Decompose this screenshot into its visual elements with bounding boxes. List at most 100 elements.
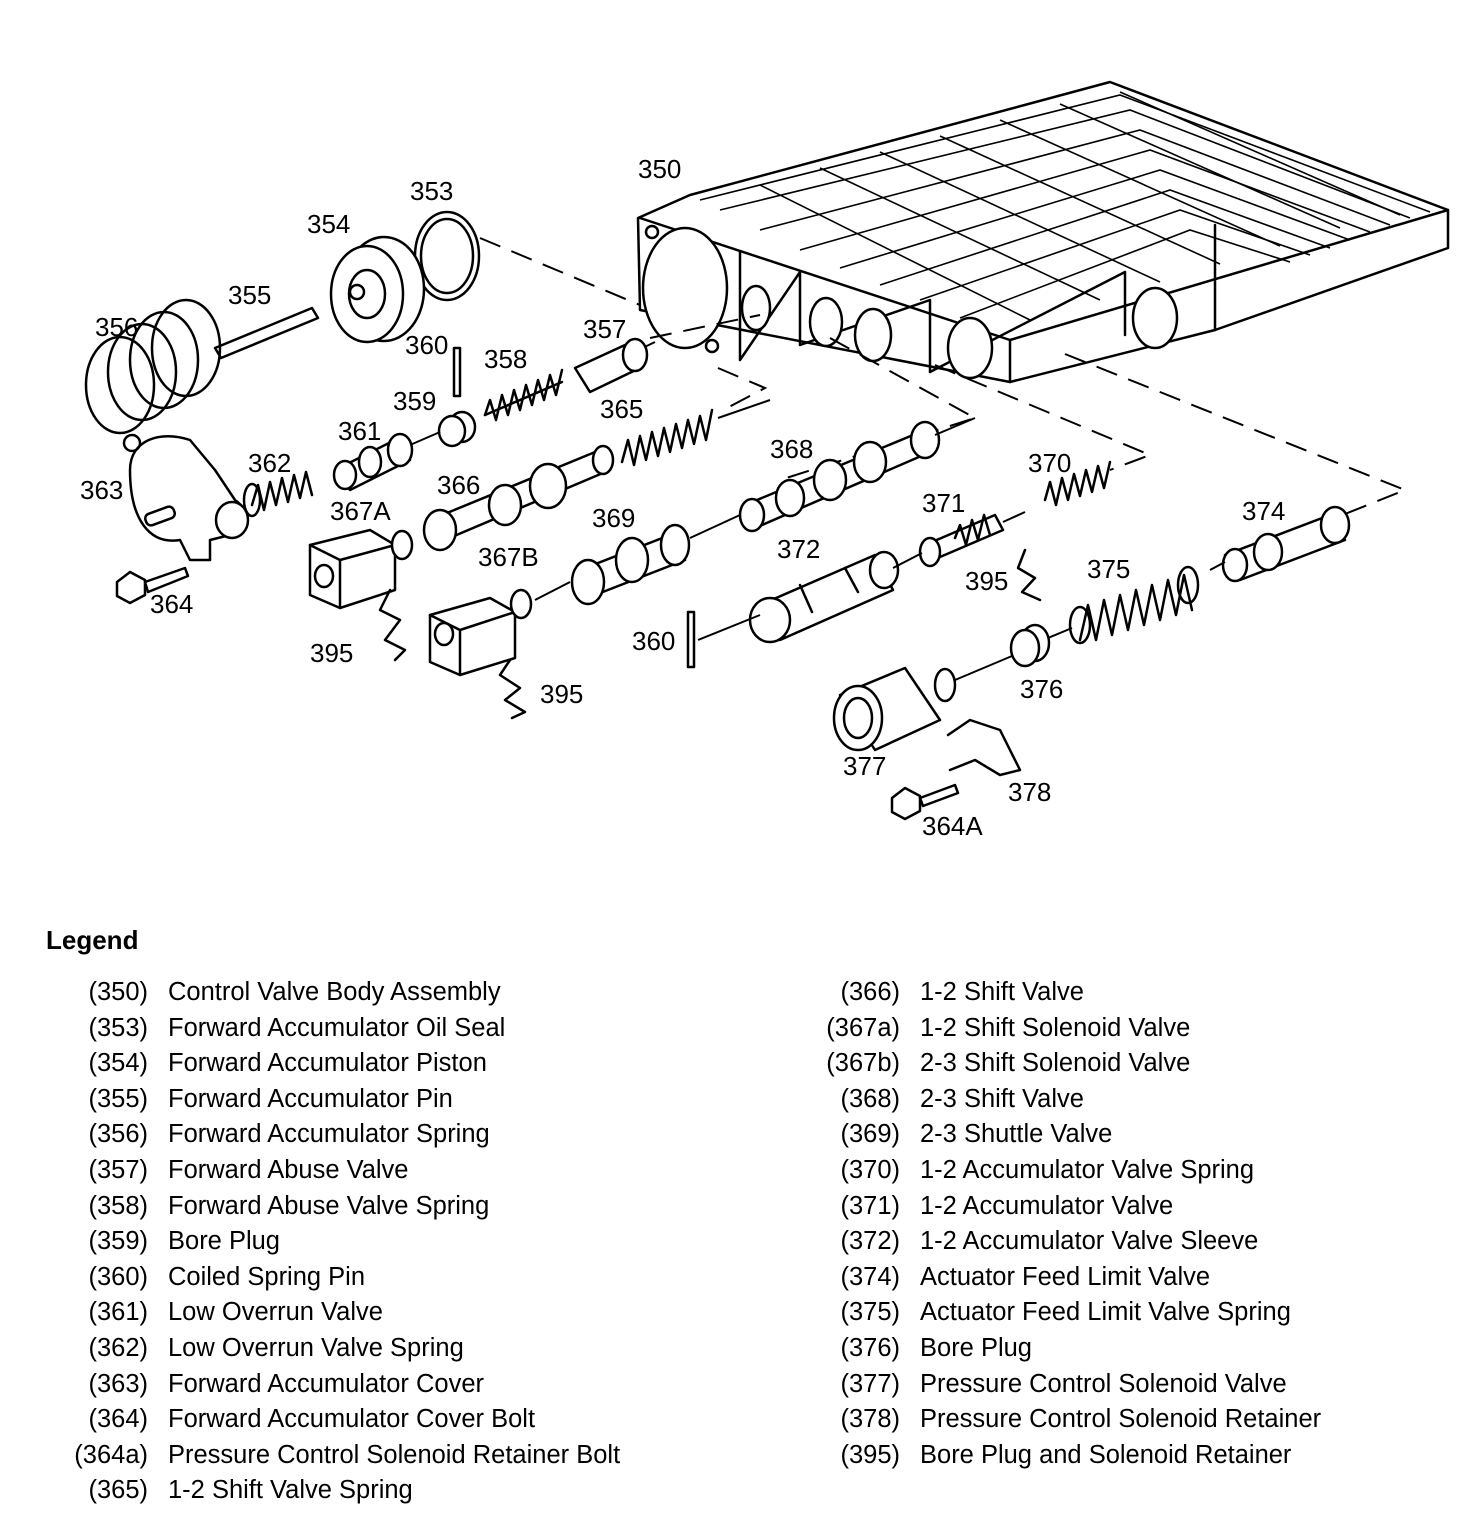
legend-row: (362)Low Overrun Valve Spring [60, 1331, 620, 1367]
legend-description: Forward Accumulator Oil Seal [168, 1013, 506, 1042]
legend-row: (371) 1-2 Accumulator Valve [812, 1189, 1321, 1225]
forward-accumulator-pin [213, 306, 320, 360]
callout-395-lower: 395 [540, 679, 583, 709]
legend-description: Bore Plug and Solenoid Retainer [920, 1440, 1292, 1469]
callout-377: 377 [843, 751, 886, 781]
legend-code: (354) [88, 1049, 148, 1078]
legend-left-column: (350)Control Valve Body Assembly(353)For… [60, 975, 620, 1509]
legend-row: (366) 1-2 Shift Valve [812, 975, 1321, 1011]
legend-description: Forward Abuse Valve Spring [168, 1191, 490, 1220]
shuttle-valve-2-3 [570, 514, 741, 606]
callout-364: 364 [150, 589, 193, 619]
legend-row: (359)Bore Plug [60, 1224, 620, 1260]
legend-description: Bore Plug [920, 1333, 1032, 1362]
legend-code: (359) [88, 1227, 148, 1256]
legend-code: (375) [840, 1298, 900, 1327]
callout-366: 366 [437, 470, 480, 500]
legend-row: (360)Coiled Spring Pin [60, 1260, 620, 1296]
legend-title: Legend [46, 925, 139, 955]
alignment-lines [479, 237, 1408, 521]
legend-description: Forward Accumulator Pin [168, 1084, 453, 1113]
callout-355: 355 [228, 280, 271, 310]
legend-code: (372) [840, 1227, 900, 1256]
callout-365: 365 [600, 394, 643, 424]
legend-row: (364a)Pressure Control Solenoid Retainer… [60, 1438, 620, 1474]
legend-code: (365) [88, 1476, 148, 1505]
legend-description: Forward Accumulator Piston [168, 1049, 487, 1078]
callout-395-right: 395 [965, 566, 1008, 596]
legend-description: 1-2 Shift Valve [920, 978, 1084, 1006]
callout-360-lower: 360 [632, 626, 675, 656]
legend-row: (377)Pressure Control Solenoid Valve [812, 1367, 1321, 1403]
legend-code: (367b) [826, 1049, 900, 1078]
legend-row: (365) 1-2 Shift Valve Spring [60, 1473, 620, 1509]
legend-row: (364)Forward Accumulator Cover Bolt [60, 1402, 620, 1438]
actuator-feed-limit-valve-spring [1068, 565, 1200, 645]
callout-378: 378 [1008, 777, 1051, 807]
callout-367A: 367A [330, 496, 391, 526]
legend-code: (360) [88, 1262, 148, 1291]
legend-description: 2-3 Shift Solenoid Valve [920, 1049, 1191, 1078]
legend-code: (371) [840, 1191, 900, 1220]
legend-description: Forward Abuse Valve [168, 1155, 409, 1184]
legend-row: (375)Actuator Feed Limit Valve Spring [812, 1295, 1321, 1331]
forward-abuse-valve [573, 337, 656, 394]
legend-code: (353) [88, 1013, 148, 1042]
legend-code: (355) [88, 1084, 148, 1113]
legend-row: (367a)1-2 Shift Solenoid Valve [812, 1011, 1321, 1047]
legend-row: (355) Forward Accumulator Pin [60, 1082, 620, 1118]
legend-code: (370) [840, 1155, 900, 1184]
callout-375: 375 [1087, 554, 1130, 584]
legend-row: (363)Forward Accumulator Cover [60, 1367, 620, 1403]
legend-right-column: (366) 1-2 Shift Valve (367a)1-2 Shift Sole… [812, 975, 1321, 1473]
legend-row: (367b) 2-3 Shift Solenoid Valve [812, 1046, 1321, 1082]
legend-code: (358) [88, 1191, 148, 1220]
legend-description: Pressure Control Solenoid Retainer Bolt [168, 1440, 621, 1469]
legend-row: (353) Forward Accumulator Oil Seal [60, 1011, 620, 1047]
exploded-view-diagram: 350 353 354 355 356 357 358 359 360 360 … [80, 80, 1450, 841]
legend-code: (356) [88, 1120, 148, 1149]
accumulator-valve-sleeve-1-2 [748, 550, 923, 644]
legend-row: (376) Bore Plug [812, 1331, 1321, 1367]
legend-code: (376) [840, 1333, 900, 1362]
callout-360-upper: 360 [405, 330, 448, 360]
callout-376: 376 [1020, 674, 1063, 704]
legend-description: Forward Accumulator Cover [168, 1369, 485, 1398]
bore-plug-solenoid-retainer-c [1016, 548, 1042, 602]
callout-353: 353 [410, 176, 453, 206]
legend-code: (350) [88, 978, 148, 1006]
legend-code: (361) [88, 1298, 148, 1327]
shift-valve-2-3 [738, 417, 976, 533]
callout-368: 368 [770, 434, 813, 464]
legend-description: 1-2 Shift Valve Spring [168, 1476, 413, 1505]
legend-description: 1-2 Accumulator Valve [920, 1191, 1174, 1220]
bore-plug-376 [1009, 623, 1073, 668]
legend-code: (366) [840, 978, 900, 1006]
callout-358: 358 [484, 344, 527, 374]
bore-plug-359 [437, 410, 477, 448]
callout-359: 359 [393, 386, 436, 416]
actuator-feed-limit-valve [1209, 505, 1351, 583]
shift-valve-1-2 [422, 444, 615, 552]
callout-357: 357 [583, 314, 626, 344]
callout-395-left: 395 [310, 638, 353, 668]
callout-356: 356 [95, 312, 138, 342]
forward-accumulator-spring [84, 298, 222, 435]
bore-plug-solenoid-retainer-a [378, 588, 407, 662]
callout-363: 363 [80, 475, 123, 505]
legend-row: (357)Forward Abuse Valve [60, 1153, 620, 1189]
pressure-control-solenoid-retainer [946, 718, 1022, 777]
forward-abuse-valve-spring [483, 368, 564, 422]
accumulator-valve-1-2 [918, 511, 1026, 568]
low-overrun-valve-spring [242, 470, 314, 518]
callout-369: 369 [592, 503, 635, 533]
legend-row: (354) Forward Accumulator Piston [60, 1046, 620, 1082]
legend-description: 2-3 Shift Valve [920, 1084, 1084, 1113]
callout-350: 350 [638, 154, 681, 184]
callout-364A: 364A [922, 811, 983, 841]
legend-row: (368)2-3 Shift Valve [812, 1082, 1321, 1118]
legend-description: Low Overrun Valve [168, 1298, 383, 1327]
legend-row: (374)Actuator Feed Limit Valve [812, 1260, 1321, 1296]
callout-361: 361 [338, 416, 381, 446]
callout-374: 374 [1242, 496, 1285, 526]
